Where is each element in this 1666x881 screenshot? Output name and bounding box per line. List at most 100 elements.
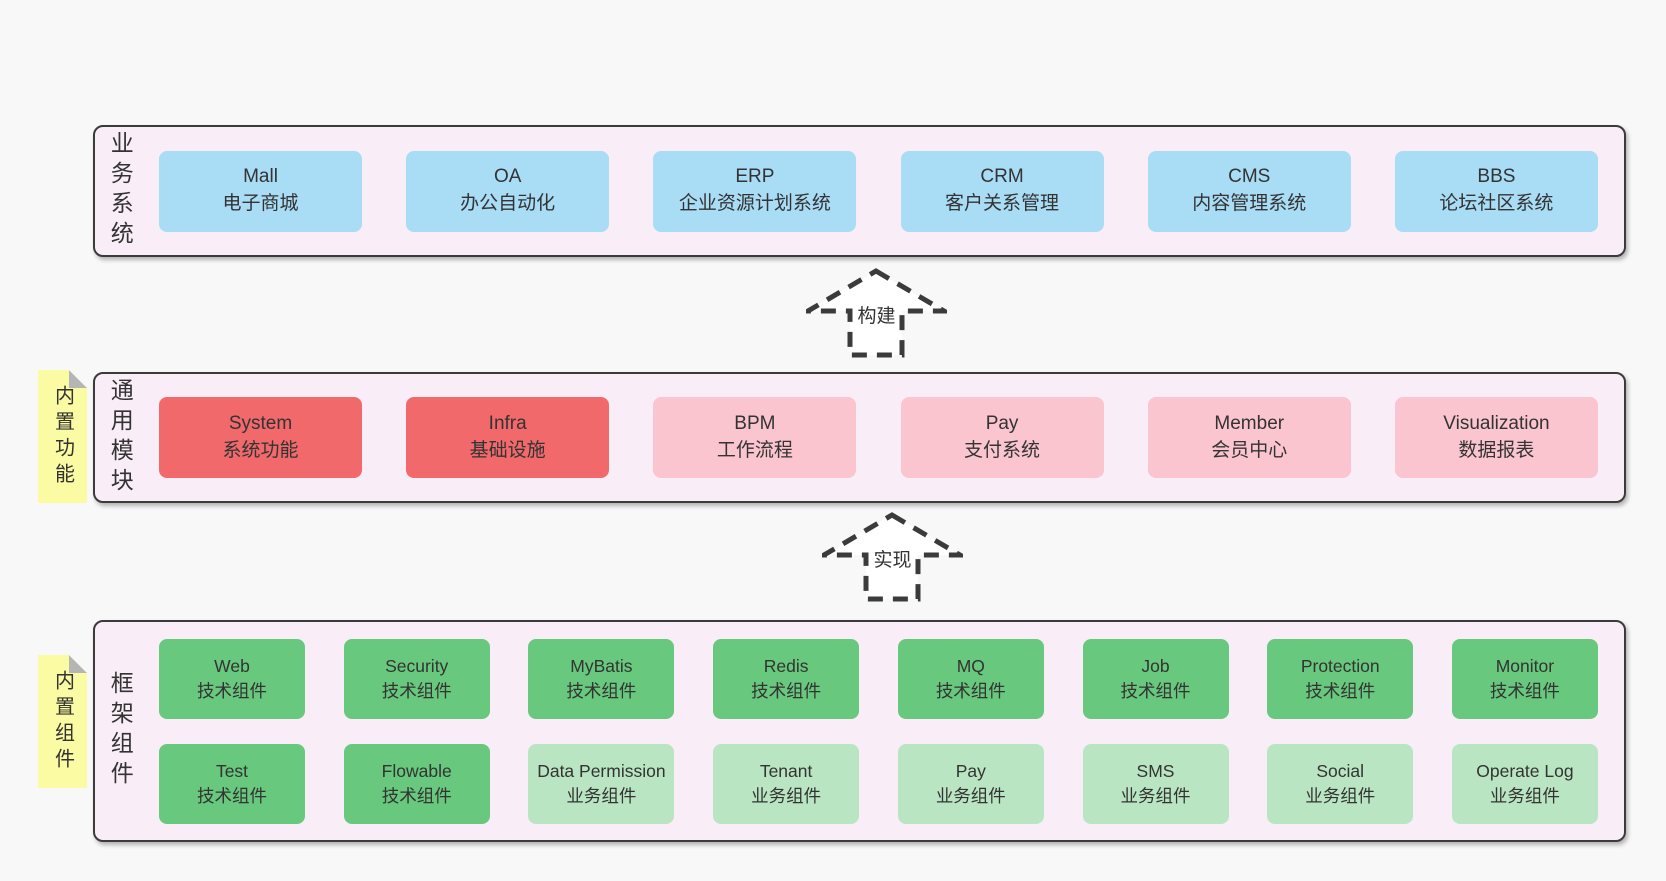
box-title: Pay [985, 412, 1019, 434]
box-erp: ERP 企业资源计划系统 [653, 150, 857, 232]
modules-boxes: System 系统功能 Infra 基础设施 BPM 工作流程 Pay 支付系统 Member 会… [149, 397, 1624, 478]
box-title: Test [215, 760, 249, 781]
box-mybatis: MyBatis 技术组件 [528, 638, 675, 719]
box-title: Web [214, 655, 250, 676]
box-subtitle: 客户关系管理 [945, 193, 1060, 214]
section-label-modules: 通用模块 [107, 377, 134, 498]
box-subtitle: 系统功能 [222, 439, 299, 461]
box-subtitle: 支付系统 [964, 439, 1041, 461]
box-title: System [228, 412, 293, 434]
box-bpm: BPM 工作流程 [653, 397, 857, 478]
box-mq: MQ 技术组件 [897, 638, 1044, 719]
box-subtitle: 办公自动化 [460, 193, 556, 214]
arrow-build-label: 构建 [854, 301, 899, 328]
box-title: Mall [243, 166, 278, 188]
box-subtitle: 技术组件 [381, 680, 452, 701]
note-built-in-components: 内置组件 [38, 655, 87, 788]
box-subtitle: 业务组件 [935, 785, 1006, 806]
box-title: MyBatis [570, 655, 633, 676]
box-title: Operate Log [1476, 760, 1574, 781]
box-web: Web 技术组件 [159, 638, 305, 719]
box-redis: Redis 技术组件 [713, 638, 860, 719]
box-title: MQ [956, 655, 985, 676]
arrow-implement: 实现 [822, 512, 963, 602]
box-subtitle: 内容管理系统 [1192, 193, 1307, 214]
box-title: SMS [1136, 760, 1175, 781]
box-title: BPM [734, 412, 776, 434]
box-visualization: Visualization 数据报表 [1394, 397, 1598, 478]
folded-corner-icon [69, 370, 87, 388]
box-subtitle: 技术组件 [751, 680, 822, 701]
box-subtitle: 论坛社区系统 [1439, 193, 1554, 214]
box-title: Monitor [1495, 655, 1555, 676]
note-label: 内置组件 [51, 669, 74, 774]
box-pay: Pay 业务组件 [897, 743, 1044, 824]
panel-common-modules: 通用模块 System 系统功能 Infra 基础设施 BPM 工作流程 Pay 支付系统 Me… [93, 372, 1626, 503]
box-subtitle: 技术组件 [1305, 680, 1376, 701]
box-title: Tenant [759, 760, 813, 781]
box-monitor: Monitor 技术组件 [1451, 638, 1598, 719]
box-mall: Mall 电子商城 [159, 150, 362, 232]
box-title: BBS [1477, 166, 1516, 188]
box-subtitle: 工作流程 [716, 439, 793, 461]
box-test: Test 技术组件 [159, 743, 305, 824]
box-pay: Pay 支付系统 [900, 397, 1104, 478]
box-subtitle: 企业资源计划系统 [678, 193, 831, 214]
box-crm: CRM 客户关系管理 [900, 150, 1104, 232]
box-subtitle: 技术组件 [566, 680, 637, 701]
box-row: System 系统功能 Infra 基础设施 BPM 工作流程 Pay 支付系统 Member 会… [159, 397, 1598, 478]
box-title: Pay [955, 760, 986, 781]
box-infra: Infra 基础设施 [406, 397, 610, 478]
box-social: Social 业务组件 [1267, 743, 1414, 824]
box-subtitle: 数据报表 [1458, 439, 1535, 461]
box-subtitle: 基础设施 [469, 439, 546, 461]
box-title: ERP [735, 166, 775, 188]
box-title: Member [1214, 412, 1285, 434]
box-security: Security 技术组件 [343, 638, 490, 719]
box-title: Data Permission [537, 760, 666, 781]
box-subtitle: 业务组件 [1489, 785, 1560, 806]
box-title: CRM [980, 166, 1024, 188]
box-subtitle: 业务组件 [566, 785, 637, 806]
box-title: OA [493, 166, 522, 188]
box-bbs: BBS 论坛社区系统 [1394, 150, 1598, 232]
box-subtitle: 技术组件 [1489, 680, 1560, 701]
box-subtitle: 业务组件 [751, 785, 822, 806]
box-title: Protection [1300, 655, 1380, 676]
box-member: Member 会员中心 [1147, 397, 1351, 478]
box-title: Flowable [381, 760, 452, 781]
box-subtitle: 技术组件 [935, 680, 1006, 701]
box-operate-log: Operate Log 业务组件 [1451, 743, 1598, 824]
box-title: Security [385, 655, 449, 676]
section-label-framework: 框架组件 [107, 671, 134, 791]
box-system: System 系统功能 [159, 397, 362, 478]
folded-corner-icon [69, 655, 87, 673]
box-subtitle: 技术组件 [197, 785, 267, 806]
box-title: Redis [763, 655, 809, 676]
box-subtitle: 电子商城 [222, 193, 299, 214]
box-oa: OA 办公自动化 [406, 150, 610, 232]
note-label: 内置功能 [51, 384, 74, 489]
box-subtitle: 业务组件 [1120, 785, 1191, 806]
box-tenant: Tenant 业务组件 [713, 743, 860, 824]
box-subtitle: 技术组件 [197, 680, 267, 701]
arrow-build: 构建 [806, 268, 947, 358]
box-title: Infra [488, 412, 527, 434]
box-title: Visualization [1443, 412, 1550, 434]
section-label-business: 业务系统 [107, 131, 134, 251]
box-protection: Protection 技术组件 [1267, 638, 1414, 719]
panel-business-systems: 业务系统 Mall 电子商城 OA 办公自动化 ERP 企业资源计划系统 CRM 客户关系管理… [93, 125, 1626, 257]
box-title: Job [1141, 655, 1170, 676]
box-title: Social [1316, 760, 1365, 781]
box-subtitle: 会员中心 [1211, 439, 1288, 461]
box-subtitle: 业务组件 [1305, 785, 1376, 806]
